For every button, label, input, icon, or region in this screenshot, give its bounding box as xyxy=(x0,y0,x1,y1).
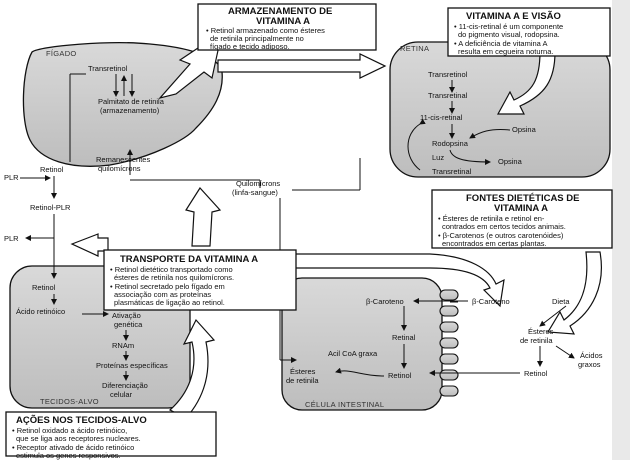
storage-bullet-1-line-2: de retinila principalmente no xyxy=(210,34,304,43)
right-margin xyxy=(612,0,630,460)
tissue-title: AÇÕES NOS TECIDOS-ALVO xyxy=(16,415,147,426)
target-diff-line1: Diferenciação xyxy=(102,381,148,390)
blood-chylo-line2: (linfa-sangue) xyxy=(232,188,278,197)
transport-title: TRANSPORTE DA VITAMINA A xyxy=(120,254,258,265)
retina-transretinal-2: Transretinal xyxy=(432,167,472,176)
diet-bullet-2-line-1: • β-Carotenos (e outros carotenóides) xyxy=(438,231,564,240)
transport-bullet-1-line-2: ésteres de retinila nos quilomícrons. xyxy=(114,273,234,282)
tissue-bullet-2-line-1: • Receptor ativado de ácido retinóico xyxy=(12,443,134,452)
diet-diet: Dieta xyxy=(552,297,570,306)
arrow-light xyxy=(449,149,491,165)
transport-bullet-2-line-2: associação com as proteínas xyxy=(114,290,211,299)
target-rna: RNAm xyxy=(112,341,134,350)
diet-bullet-1-line-2: contrados em certos tecidos animais. xyxy=(442,222,566,231)
target-retinol: Retinol xyxy=(32,283,56,292)
target-activation-line1: Ativação xyxy=(112,311,141,320)
liver-transretinol: Transretinol xyxy=(88,64,128,73)
storage-bullet-1-line-3: fígado e tecido adiposo. xyxy=(210,42,290,51)
diet-esters-line2: de retinila xyxy=(520,336,553,345)
blood-chylo-line1: Quilomícrons xyxy=(236,179,280,188)
arrow-actions-to-target xyxy=(168,318,216,419)
tissue-actions-box: AÇÕES NOS TECIDOS-ALVO • Retinol oxidado… xyxy=(5,411,217,460)
intestine-acyl: Acil CoA graxa xyxy=(328,349,378,358)
tissue-bullet-1-line-2: que se liga aos receptores nucleares. xyxy=(16,434,141,443)
diet-acids-line2: graxos xyxy=(578,360,601,369)
retina-light: Luz xyxy=(432,153,444,162)
liver-palmitate-line1: Palmitato de retinila xyxy=(98,97,165,106)
retina-opsin-2: Opsina xyxy=(498,157,523,166)
retina-transretinol: Transretinol xyxy=(428,70,468,79)
diet-esters-line1: Ésteres xyxy=(528,327,554,336)
vision-box: VITAMINA A E VISÃO • 11-cis-retinal é um… xyxy=(447,7,611,57)
microvilli xyxy=(439,289,459,397)
intestine-cell-label: CÉLULA INTESTINAL xyxy=(305,400,384,409)
liver-retinol: Retinol xyxy=(40,165,64,174)
arrow-retinol-esters xyxy=(335,367,385,377)
blood-plr-top: PLR xyxy=(4,173,19,182)
vision-bullet-2-line-2: resulta em cegueira noturna. xyxy=(458,47,553,56)
target-proteins: Proteínas específicas xyxy=(96,361,168,370)
intestine-cell-shape xyxy=(281,277,443,411)
target-tissue-label: TECIDOS-ALVO xyxy=(40,397,99,406)
arrow-diet xyxy=(539,305,567,327)
intestine-esters-line2: de retinila xyxy=(286,376,319,385)
target-diff-line2: celular xyxy=(110,390,133,399)
vision-bullet-1-line-2: do pigmento visual, rodopsina. xyxy=(458,30,560,39)
storage-title-1: ARMAZENAMENTO DE xyxy=(228,6,332,17)
diet-bullet-2-line-2: encontrados em certas plantas. xyxy=(442,239,547,248)
arrow-diet-to-esters xyxy=(546,251,602,335)
arrow-opsin-1 xyxy=(469,129,511,139)
liver-remnants-line1: Remanescentes xyxy=(96,155,150,164)
storage-bullet-1-line-1: • Retinol armazenado como ésteres xyxy=(206,26,325,35)
arrow-vision-to-retina xyxy=(496,51,556,115)
storage-title-2: VITAMINA A xyxy=(256,16,310,27)
retina-rhodopsin: Rodopsina xyxy=(432,139,469,148)
diet-box: FONTES DIETÉTICAS DE VITAMINA A • Éstere… xyxy=(431,189,613,249)
arrow-acids xyxy=(555,345,575,359)
intestine-bc2: β-Caroteno xyxy=(472,297,510,306)
blood-plr-left: PLR xyxy=(4,234,19,243)
retina-11cis: 11-cis-retinal xyxy=(420,113,463,122)
transport-box: TRANSPORTE DA VITAMINA A • Retinol dieté… xyxy=(103,249,297,311)
storage-box: ARMAZENAMENTO DE VITAMINA A • Retinol ar… xyxy=(197,3,377,51)
tissue-bullet-1-line-1: • Retinol oxidado a ácido retinóico, xyxy=(12,426,127,435)
diet-title-1: FONTES DIETÉTICAS DE xyxy=(466,193,579,204)
intestine-retinal: Retinal xyxy=(392,333,416,342)
vision-title: VITAMINA A E VISÃO xyxy=(466,11,561,22)
diet-bullet-1-line-1: • Ésteres de retinila e retinol en- xyxy=(438,214,545,223)
transport-bullet-2-line-3: plasmáticas de ligação ao retinol. xyxy=(114,298,225,307)
intestine-retinol: Retinol xyxy=(388,371,412,380)
liver-palmitate-line2: (armazenamento) xyxy=(100,106,160,115)
target-activation-line2: genética xyxy=(114,320,143,329)
diet-acids-line1: Ácidos xyxy=(580,351,603,360)
vision-bullet-1-line-1: • 11-cis-retinal é um componente xyxy=(454,22,563,31)
target-acid: Ácido retinóico xyxy=(16,307,65,316)
liver-label: FÍGADO xyxy=(46,49,77,58)
tissue-bullet-2-line-2: estimula os genes responsivos. xyxy=(16,451,121,460)
arrow-retina-recycle xyxy=(407,118,426,171)
intestine-esters-line1: Ésteres xyxy=(290,367,316,376)
arrow-transport-to-chylo xyxy=(185,187,222,247)
liver-remnants-line2: quilomícrons xyxy=(98,164,141,173)
retina-label: RETINA xyxy=(400,44,429,53)
transport-bullet-2-line-1: • Retinol secretado pelo fígado em xyxy=(110,282,225,291)
vision-bullet-2-line-1: • A deficiência de vitamina A xyxy=(454,39,548,48)
intestine-bc1: β-Caroteno xyxy=(366,297,404,306)
arrow-transport-to-intestine xyxy=(279,253,505,308)
diet-retinol: Retinol xyxy=(524,369,548,378)
retina-opsin-1: Opsina xyxy=(512,125,537,134)
arrow-transport-to-plr xyxy=(70,233,109,257)
diet-title-2: VITAMINA A xyxy=(494,203,548,214)
transport-bullet-1-line-1: • Retinol dietético transportado como xyxy=(110,265,233,274)
blood-retinol-plr: Retinol-PLR xyxy=(30,203,71,212)
retina-transretinal: Transretinal xyxy=(428,91,468,100)
arrow-liver-to-retina xyxy=(217,53,387,79)
